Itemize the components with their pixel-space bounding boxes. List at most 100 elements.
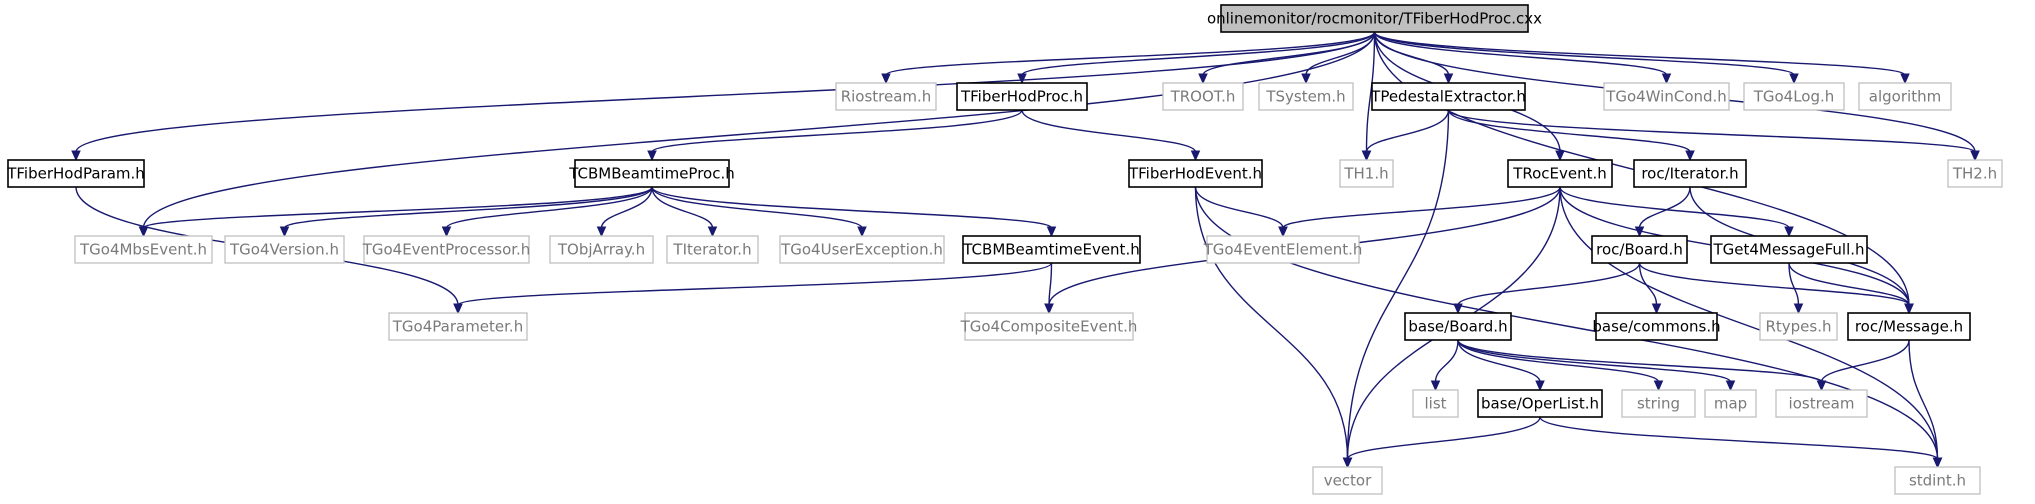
- node-box: [1206, 235, 1360, 264]
- node-tfiberhodparam-h[interactable]: TFiberHodParam.h: [6, 159, 145, 188]
- edge-root-to-algorithm: [1373, 31, 1906, 76]
- edge-trocevent-to-tgo4eventelement: [1282, 186, 1561, 229]
- node-troot-h: TROOT.h: [1162, 82, 1244, 111]
- edge-tget4-to-rocmessage: [1788, 262, 1910, 306]
- edge-tcbmproc-to-tgo4mbsevent: [142, 186, 653, 229]
- node-label: TSystem.h: [1265, 88, 1345, 106]
- node-box: [1858, 82, 1952, 111]
- node-box: [363, 235, 530, 264]
- node-label: TGo4MbsEvent.h: [79, 241, 207, 259]
- node-tgo4eventelement-h: TGo4EventElement.h: [1203, 235, 1363, 264]
- arrowhead-tpedestal-to-th1: [1361, 150, 1372, 162]
- node-box: [1258, 82, 1354, 111]
- node-label: list: [1424, 395, 1446, 413]
- node-label: TGet4MessageFull.h: [1712, 241, 1864, 259]
- node-label: TCBMBeamtimeEvent.h: [962, 241, 1139, 259]
- edge-trocevent-to-stdint: [1559, 186, 1939, 460]
- node-th2-h: TH2.h: [1947, 159, 2003, 188]
- node-tgo4compositeevent-h: TGo4CompositeEvent.h: [960, 312, 1138, 341]
- edge-root-to-tfiberhodparam: [75, 31, 1376, 153]
- node-box: [835, 82, 937, 111]
- arrowhead-tcbmproc-to-tgo4mbsevent: [138, 226, 149, 238]
- node-base-commons-h[interactable]: base/commons.h: [1592, 312, 1721, 341]
- node-tfiberhodproc-h[interactable]: TFiberHodProc.h: [956, 82, 1088, 111]
- edge-tcbmevent-to-tgo4parameter: [457, 262, 1053, 306]
- node-label: TIterator.h: [672, 241, 751, 259]
- node-tgo4userexception-h: TGo4UserException.h: [779, 235, 945, 264]
- edge-baseoperlist-to-vector: [1346, 416, 1541, 460]
- edge-layer: [71, 31, 1980, 469]
- node-tgo4parameter-h: TGo4Parameter.h: [388, 312, 528, 341]
- arrowhead-tfiberhodproc_h-to-tfiberhodevent: [1190, 150, 1201, 162]
- node-label: TFiberHodParam.h: [6, 165, 145, 183]
- arrowhead-rocmessage-to-stdint: [1932, 457, 1943, 469]
- node-label: base/Board.h: [1408, 318, 1507, 336]
- node-box: [1710, 235, 1868, 264]
- node-box: [1591, 235, 1688, 264]
- edge-rocmessage-to-iostream: [1820, 339, 1910, 383]
- node-label: TFiberHodEvent.h: [1128, 165, 1262, 183]
- node-box: [574, 159, 730, 188]
- node-box: [7, 159, 145, 188]
- arrowhead-tget4-to-rtypes: [1793, 303, 1804, 315]
- arrowhead-tget4-to-rocmessage: [1904, 303, 1914, 315]
- node-box: [1412, 389, 1459, 418]
- node-base-board-h[interactable]: base/Board.h: [1404, 312, 1512, 341]
- node-box: [1847, 312, 1971, 341]
- node-tget4messagefull-h[interactable]: TGet4MessageFull.h: [1710, 235, 1868, 264]
- node-box: [779, 235, 945, 264]
- edge-tpedestal-to-th1: [1365, 109, 1450, 153]
- edge-root-to-th1: [1365, 31, 1376, 153]
- node-tcbmbeamtimeproc-h[interactable]: TCBMBeamtimeProc.h: [568, 159, 735, 188]
- edge-tfiberhodevent-to-vector: [1194, 186, 1349, 460]
- edge-tpedestal-to-vector: [1346, 109, 1450, 460]
- node-trocevent-h[interactable]: TRocEvent.h: [1507, 159, 1613, 188]
- node-label: TFiberHodProc.h: [960, 88, 1083, 106]
- node-label: TGo4WinCond.h: [1605, 88, 1727, 106]
- arrowhead-tpedestal-to-rociterator: [1685, 150, 1695, 162]
- arrowhead-root-to-tsystem: [1301, 73, 1311, 85]
- node-label: TGo4CompositeEvent.h: [960, 318, 1138, 336]
- node-box: [1404, 312, 1512, 341]
- arrowhead-rociterator-to-rocboard: [1634, 226, 1645, 238]
- node-roc-iterator-h[interactable]: roc/Iterator.h: [1633, 159, 1747, 188]
- node-base-operlist-h[interactable]: base/OperList.h: [1477, 389, 1603, 418]
- arrowhead-tcbmproc-to-titerator: [707, 226, 718, 238]
- node-label: map: [1714, 395, 1747, 413]
- edge-tcbmevent-to-tgo4composite: [1048, 262, 1053, 306]
- arrowhead-root-to-tgo4wincond: [1661, 73, 1672, 85]
- node-tgo4wincond-h: TGo4WinCond.h: [1603, 82, 1730, 111]
- node-string: string: [1621, 389, 1696, 418]
- node-tcbmbeamtimeevent-h[interactable]: TCBMBeamtimeEvent.h: [962, 235, 1141, 264]
- node-iostream: iostream: [1775, 389, 1868, 418]
- node-label: TGo4EventProcessor.h: [362, 241, 531, 259]
- node-box: [1759, 312, 1838, 341]
- node-tobjarray-h: TObjArray.h: [549, 235, 654, 264]
- edge-root-to-tgo4log: [1373, 31, 1795, 76]
- node-tfiberhodevent-h[interactable]: TFiberHodEvent.h: [1128, 159, 1263, 188]
- node-label: roc/Message.h: [1855, 318, 1963, 336]
- edge-tcbmproc-to-tcbmevent: [651, 186, 1053, 229]
- node-onlinemonitor-rocmonitor-tfiberhodproc-cxx[interactable]: onlinemonitor/rocmonitor/TFiberHodProc.c…: [1207, 4, 1542, 33]
- arrowhead-tpedestal-to-th2: [1970, 150, 1980, 162]
- edge-tcbmproc-to-tobjarray: [600, 186, 653, 229]
- node-label: TPedestalExtractor.h: [1370, 88, 1526, 106]
- node-box: [1128, 159, 1263, 188]
- node-tpedestalextractor-h[interactable]: TPedestalExtractor.h: [1370, 82, 1526, 111]
- node-label: algorithm: [1869, 88, 1941, 106]
- node-label: Rtypes.h: [1765, 318, 1831, 336]
- edge-tcbmproc-to-titerator: [651, 186, 714, 229]
- node-stdint-h: stdint.h: [1894, 466, 1981, 495]
- arrowhead-root-to-tgo4log: [1789, 73, 1799, 85]
- node-tgo4mbsevent-h: TGo4MbsEvent.h: [74, 235, 213, 264]
- edge-tpedestal-to-rociterator: [1447, 109, 1691, 153]
- node-algorithm: algorithm: [1858, 82, 1952, 111]
- arrowhead-baseboard-to-list: [1430, 380, 1441, 392]
- node-roc-message-h[interactable]: roc/Message.h: [1847, 312, 1971, 341]
- node-box: [74, 235, 213, 264]
- arrowhead-tcbmevent-to-tgo4composite: [1044, 303, 1054, 315]
- node-roc-board-h[interactable]: roc/Board.h: [1591, 235, 1688, 264]
- arrowhead-tcbmproc-to-tgo4userexception: [857, 226, 867, 238]
- node-label: TGo4EventElement.h: [1203, 241, 1363, 259]
